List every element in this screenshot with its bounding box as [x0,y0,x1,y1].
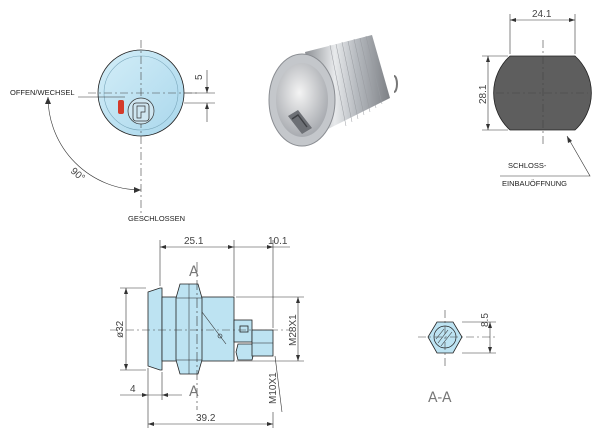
dim-cutout-height: 28.1 [478,84,489,104]
section-marker-bottom: A [189,384,199,400]
dim-offset: 5 [194,74,205,80]
label-open: OFFEN/WECHSEL [10,88,75,97]
callout-line2: EINBAUÖFFNUNG [502,179,567,188]
callout-line1: SCHLOSS- [508,161,547,170]
dim-cutout-width: 24.1 [532,9,552,20]
mounting-cutout-view: 24.1 28.1 SCHLOSS- EINBAUÖFFNUNG [478,9,592,188]
section-label: A-A [428,390,452,406]
label-closed: GESCHLOSSEN [128,214,185,223]
dim-key: 8.5 [480,313,491,327]
cutout-shape [493,55,592,131]
dim-diameter: ø32 [115,320,126,338]
dim-total-length: 39.2 [196,413,216,424]
side-view: A A 25.1 10.1 ø32 M28X1 M10X1 [110,236,304,428]
dim-tail-length: 10.1 [268,236,288,247]
dim-flange: 4 [130,384,136,395]
section-view-a-a: 8.5 A-A [418,310,496,406]
dim-thread-main: M28X1 [288,314,299,346]
section-marker-top: A [189,264,199,280]
front-view: OFFEN/WECHSEL 5 90° GESCHLOSSEN [10,40,215,223]
dim-body-length: 25.1 [184,236,204,247]
keyway [127,97,155,125]
angle-label: 90° [68,166,87,184]
dim-thread-nut: M10X1 [268,372,279,404]
open-indicator-mark [118,100,124,114]
product-photo-lock-cylinder [268,35,398,147]
